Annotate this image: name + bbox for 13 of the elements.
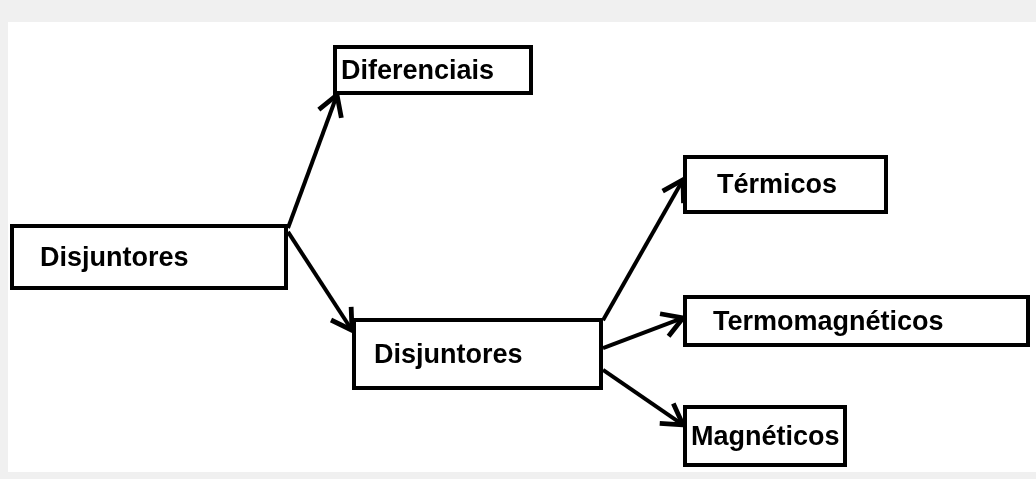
box-label: Térmicos [717,171,838,198]
category-box [10,224,288,290]
category-box [683,405,847,467]
box-label: Diferenciais [341,56,495,84]
category-box [352,318,603,390]
category-box [683,295,1030,347]
box-label: Disjuntores [374,340,523,368]
arrow [286,92,344,229]
box-label: Magnéticos [691,422,840,450]
category-box [683,155,888,214]
box-label: Termomagnéticos [713,307,944,335]
category-box [333,45,533,95]
box-label: Disjuntores [40,243,189,271]
